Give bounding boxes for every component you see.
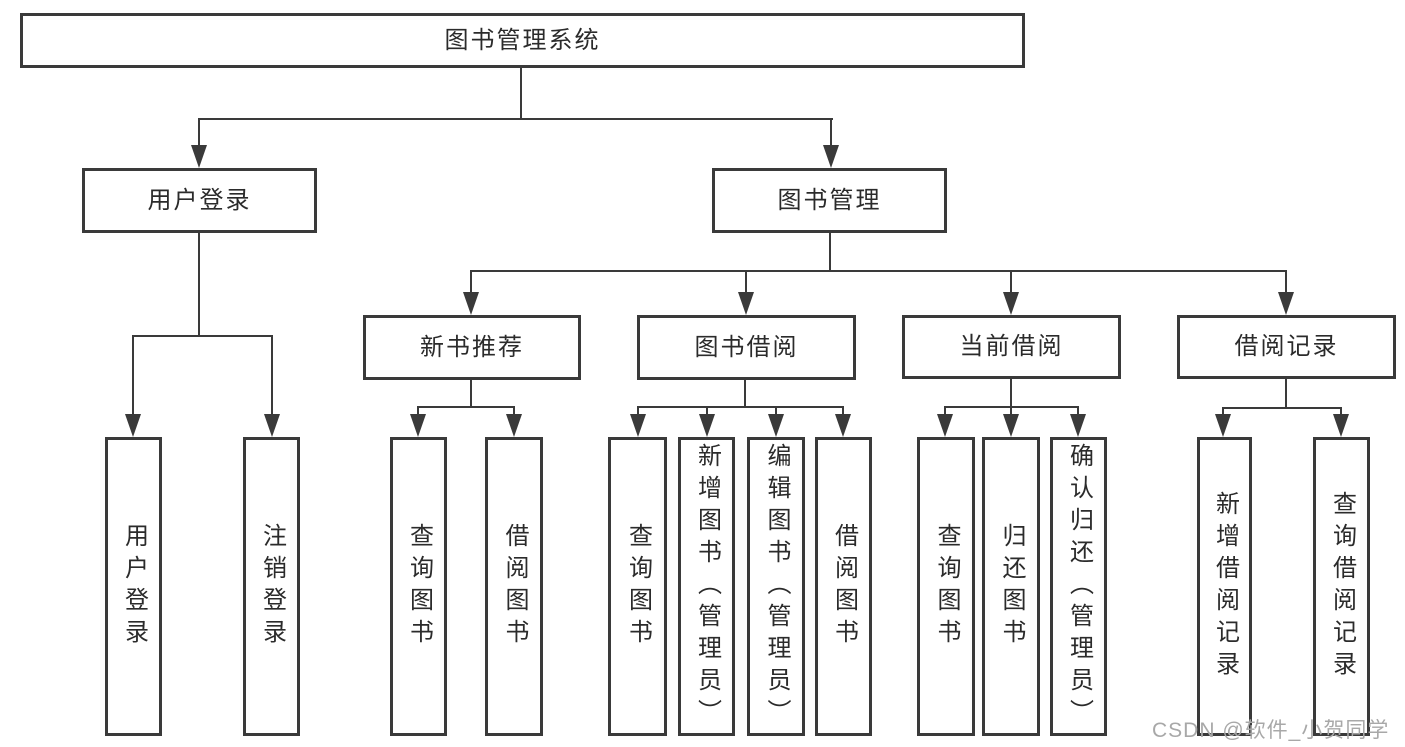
- arrowhead-down-icon: [264, 414, 280, 437]
- connector-line: [842, 406, 844, 418]
- arrowhead-down-icon: [630, 414, 646, 437]
- node-leaf-bb-edit-book: 编辑图书（管理员）: [747, 437, 805, 736]
- connector-line: [744, 380, 746, 408]
- connector-line: [198, 118, 833, 120]
- connector-line: [1285, 379, 1287, 408]
- connector-line: [745, 270, 747, 296]
- arrowhead-down-icon: [937, 414, 953, 437]
- connector-line: [198, 233, 200, 337]
- connector-line: [637, 406, 639, 418]
- connector-line: [706, 406, 708, 418]
- arrowhead-down-icon: [463, 292, 479, 315]
- arrowhead-down-icon: [699, 414, 715, 437]
- arrowhead-down-icon: [1333, 414, 1349, 437]
- arrowhead-down-icon: [191, 145, 207, 168]
- arrowhead-down-icon: [768, 414, 784, 437]
- arrowhead-down-icon: [1278, 292, 1294, 315]
- arrowhead-down-icon: [125, 414, 141, 437]
- connector-line: [470, 270, 1287, 272]
- node-leaf-nbr-query-book: 查询图书: [390, 437, 447, 736]
- connector-line: [1010, 270, 1012, 296]
- node-root: 图书管理系统: [20, 13, 1025, 68]
- connector-line: [1222, 407, 1224, 417]
- node-book-management: 图书管理: [712, 168, 947, 233]
- connector-line: [829, 233, 831, 272]
- node-leaf-nbr-borrow-book: 借阅图书: [485, 437, 543, 736]
- node-leaf-logout: 注销登录: [243, 437, 300, 736]
- arrowhead-down-icon: [1003, 414, 1019, 437]
- node-leaf-bb-borrow-book: 借阅图书: [815, 437, 872, 736]
- connector-line: [637, 406, 844, 408]
- arrowhead-down-icon: [410, 414, 426, 437]
- arrowhead-down-icon: [835, 414, 851, 437]
- node-leaf-br-add-record: 新增借阅记录: [1197, 437, 1252, 736]
- node-leaf-bb-add-book: 新增图书（管理员）: [678, 437, 735, 736]
- connector-line: [1222, 407, 1342, 409]
- connector-line: [1285, 270, 1287, 296]
- arrowhead-down-icon: [823, 145, 839, 168]
- connector-line: [1340, 407, 1342, 417]
- node-leaf-bb-query-book: 查询图书: [608, 437, 667, 736]
- csdn-watermark: CSDN @软件_小贺同学: [1152, 719, 1390, 742]
- connector-line: [417, 406, 515, 408]
- connector-line: [1010, 379, 1012, 408]
- connector-line: [198, 118, 200, 148]
- connector-line: [470, 380, 472, 408]
- connector-line: [132, 335, 273, 337]
- arrowhead-down-icon: [1070, 414, 1086, 437]
- connector-line: [417, 406, 419, 418]
- node-book-borrow: 图书借阅: [637, 315, 856, 380]
- node-user-login-group: 用户登录: [82, 168, 317, 233]
- node-leaf-cb-confirm: 确认归还（管理员）: [1050, 437, 1107, 736]
- node-leaf-cb-return-book: 归还图书: [982, 437, 1040, 736]
- connector-line: [132, 335, 134, 417]
- node-leaf-br-query-record: 查询借阅记录: [1313, 437, 1370, 736]
- connector-line: [830, 118, 832, 148]
- node-borrow-record: 借阅记录: [1177, 315, 1396, 379]
- connector-line: [520, 68, 522, 120]
- node-new-book-recommend: 新书推荐: [363, 315, 581, 380]
- connector-line: [775, 406, 777, 418]
- arrowhead-down-icon: [1215, 414, 1231, 437]
- connector-line: [944, 406, 946, 418]
- connector-line: [513, 406, 515, 418]
- arrowhead-down-icon: [738, 292, 754, 315]
- connector-line: [470, 270, 472, 296]
- arrowhead-down-icon: [506, 414, 522, 437]
- connector-line: [271, 335, 273, 417]
- node-leaf-user-login: 用户登录: [105, 437, 162, 736]
- node-current-borrow: 当前借阅: [902, 315, 1121, 379]
- connector-line: [1010, 406, 1012, 418]
- arrowhead-down-icon: [1003, 292, 1019, 315]
- connector-line: [1077, 406, 1079, 418]
- node-leaf-cb-query-book: 查询图书: [917, 437, 975, 736]
